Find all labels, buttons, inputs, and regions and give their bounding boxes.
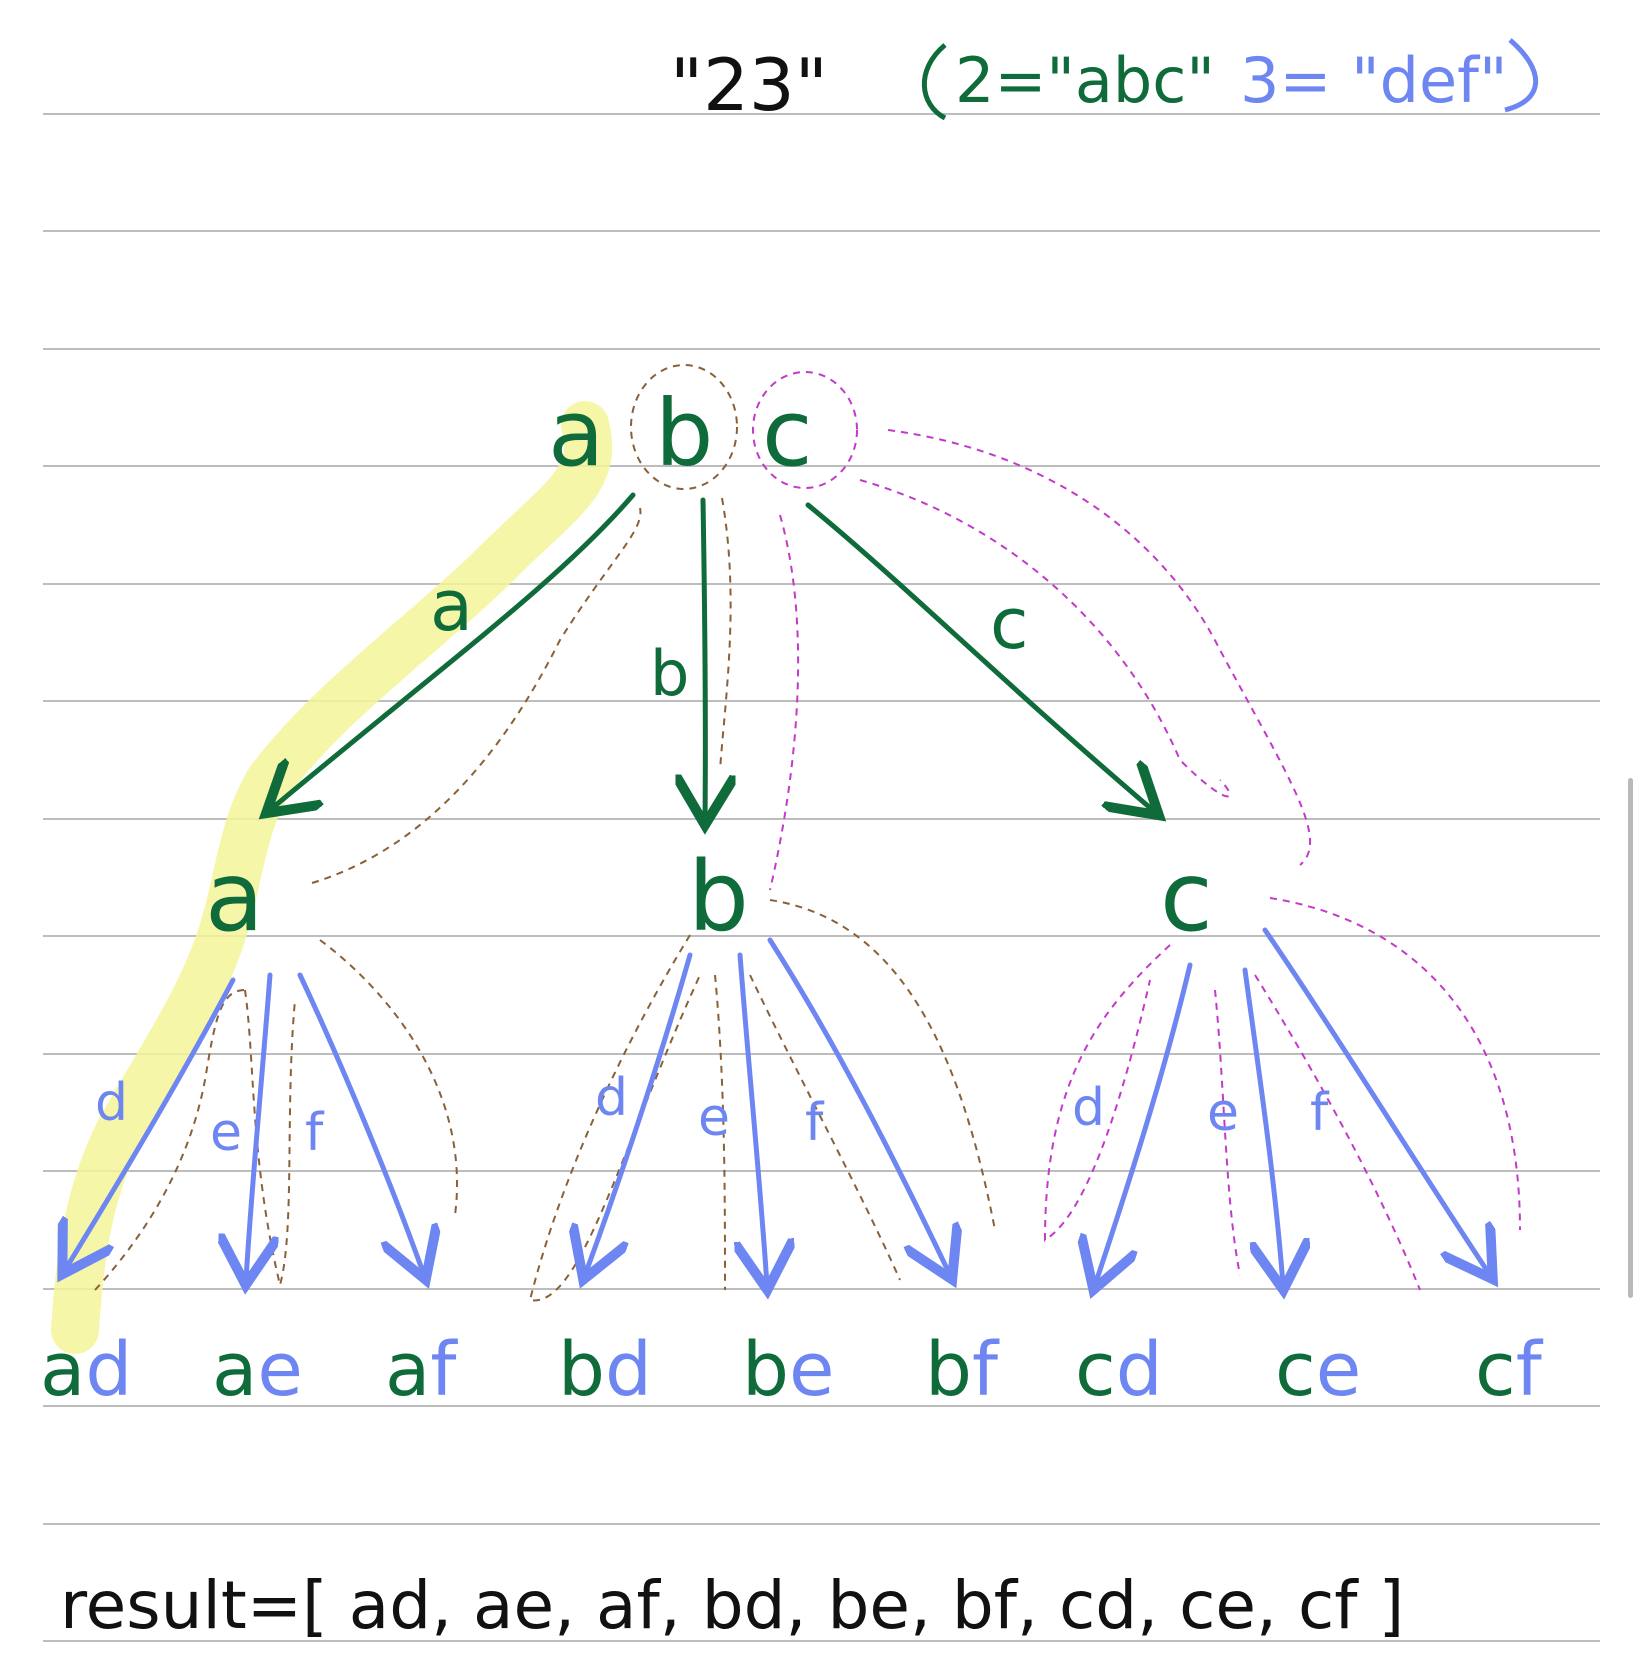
root-letter: c [762, 380, 813, 487]
level1-node: b [688, 841, 749, 953]
node-circle-b [630, 364, 738, 490]
back-edge-af [319, 939, 458, 1216]
root-letter: b [655, 380, 713, 487]
highlight-path [51, 401, 613, 1354]
edge-label: f [305, 1103, 325, 1163]
edge-af [297, 972, 424, 1275]
back-edge-c-right [1269, 897, 1521, 1231]
edge-label: e [1207, 1083, 1239, 1143]
mapping-close-paren-stroke [1504, 38, 1539, 113]
edge-label: d [1072, 1078, 1105, 1138]
leaf-combination: cf [1475, 1327, 1544, 1413]
leaf-combination: ad [40, 1327, 132, 1413]
back-edge-b-right [769, 899, 996, 1231]
down-edge-b [719, 497, 732, 771]
edge-a [270, 492, 636, 810]
backtrack-brown-dashed [94, 364, 996, 1302]
edge-ae [246, 972, 270, 1280]
input-digits: "23" [670, 43, 828, 127]
back-edge-c-inner [859, 479, 1231, 798]
backtrack-magenta-dashed [752, 371, 1521, 1291]
back-edge-ae [244, 989, 296, 1286]
leaf-combination: be [742, 1327, 835, 1413]
edge-bf [767, 937, 950, 1275]
result-line: result=[ ad, ae, af, bd, be, bf, cd, ce,… [60, 1567, 1404, 1644]
root-letter: a [548, 380, 604, 487]
level2-edges [65, 927, 1490, 1285]
leaf-combination: bf [925, 1327, 1000, 1413]
leaf-combination: cd [1075, 1327, 1163, 1413]
edge-c [805, 502, 1155, 812]
edge-label: f [805, 1093, 825, 1153]
edge-label: a [430, 565, 473, 647]
level1-edges [270, 492, 1155, 820]
edge-ce [1242, 967, 1283, 1285]
edge-cf [1262, 927, 1490, 1275]
back-edge-cd [1043, 944, 1171, 1242]
edge-cd [1095, 962, 1193, 1285]
back-edge-bf [749, 974, 901, 1281]
mapping-open-paren-stroke [921, 43, 947, 121]
edge-bd [585, 952, 693, 1275]
vertical-scrollbar[interactable] [1628, 778, 1633, 1298]
edge-be [740, 952, 767, 1285]
level1-node: c [1160, 841, 1213, 953]
edge-label: e [210, 1103, 242, 1163]
edge-b [703, 497, 705, 820]
back-edge-c-outer [887, 429, 1312, 866]
leaf-combination: ce [1275, 1327, 1361, 1413]
leaf-combination: ae [212, 1327, 303, 1413]
edge-label: f [1310, 1083, 1330, 1143]
node-circle-c [752, 371, 858, 489]
edge-label: c [990, 583, 1029, 665]
mapping-3: 3= "def" [1240, 44, 1507, 117]
ruled-lines [43, 113, 1600, 1642]
edge-label: d [95, 1073, 128, 1133]
edge-label: b [650, 637, 689, 710]
leaf-combination: bd [558, 1327, 652, 1413]
edge-label: e [698, 1088, 730, 1148]
leaf-combination: af [385, 1327, 458, 1413]
level1-node: a [205, 841, 264, 953]
back-edge-cf [1254, 974, 1421, 1291]
back-edge-be [714, 974, 726, 1291]
edge-label: d [595, 1068, 628, 1128]
edge-ad [65, 977, 236, 1270]
mapping-2: 2="abc" [955, 44, 1215, 117]
down-edge-c [769, 514, 800, 891]
